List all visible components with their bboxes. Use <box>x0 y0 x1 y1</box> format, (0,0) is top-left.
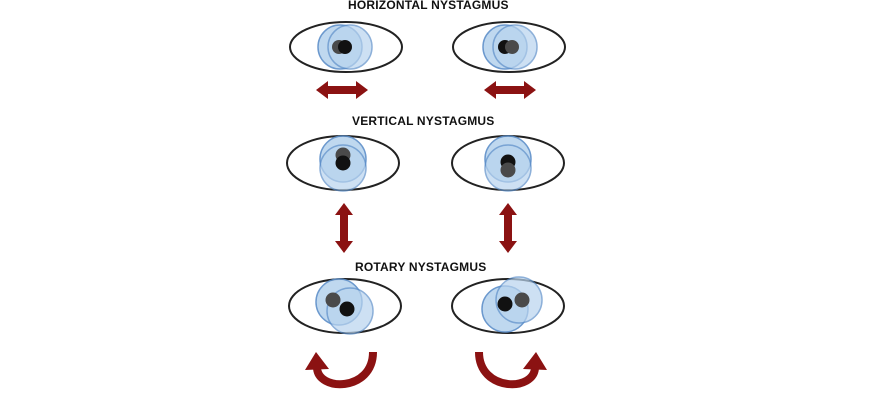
pupil <box>514 292 530 308</box>
horizontal-nystagmus-title: HORIZONTAL NYSTAGMUS <box>348 0 509 12</box>
vertical-right-arrow <box>499 203 517 253</box>
pupil <box>338 40 352 54</box>
horizontal-right-eye <box>452 21 566 73</box>
pupil <box>339 301 355 317</box>
horizontal-left-arrow <box>316 81 368 99</box>
vertical-left-eye <box>286 135 400 192</box>
horizontal-right-arrow <box>484 81 536 99</box>
vertical-nystagmus-title: VERTICAL NYSTAGMUS <box>352 114 495 128</box>
rotary-left-eye <box>288 278 402 335</box>
pupil <box>497 296 513 312</box>
rotary-right-eye <box>451 276 565 334</box>
pupil <box>325 292 341 308</box>
vertical-right-eye <box>451 135 565 192</box>
horizontal-left-eye <box>289 21 403 73</box>
vertical-left-arrow <box>335 203 353 253</box>
rotary-right-curved-arrow <box>475 351 547 389</box>
pupil <box>505 40 519 54</box>
pupil <box>500 162 516 178</box>
rotary-left-curved-arrow <box>305 351 377 389</box>
rotary-nystagmus-title: ROTARY NYSTAGMUS <box>355 260 487 274</box>
pupil <box>335 155 351 171</box>
